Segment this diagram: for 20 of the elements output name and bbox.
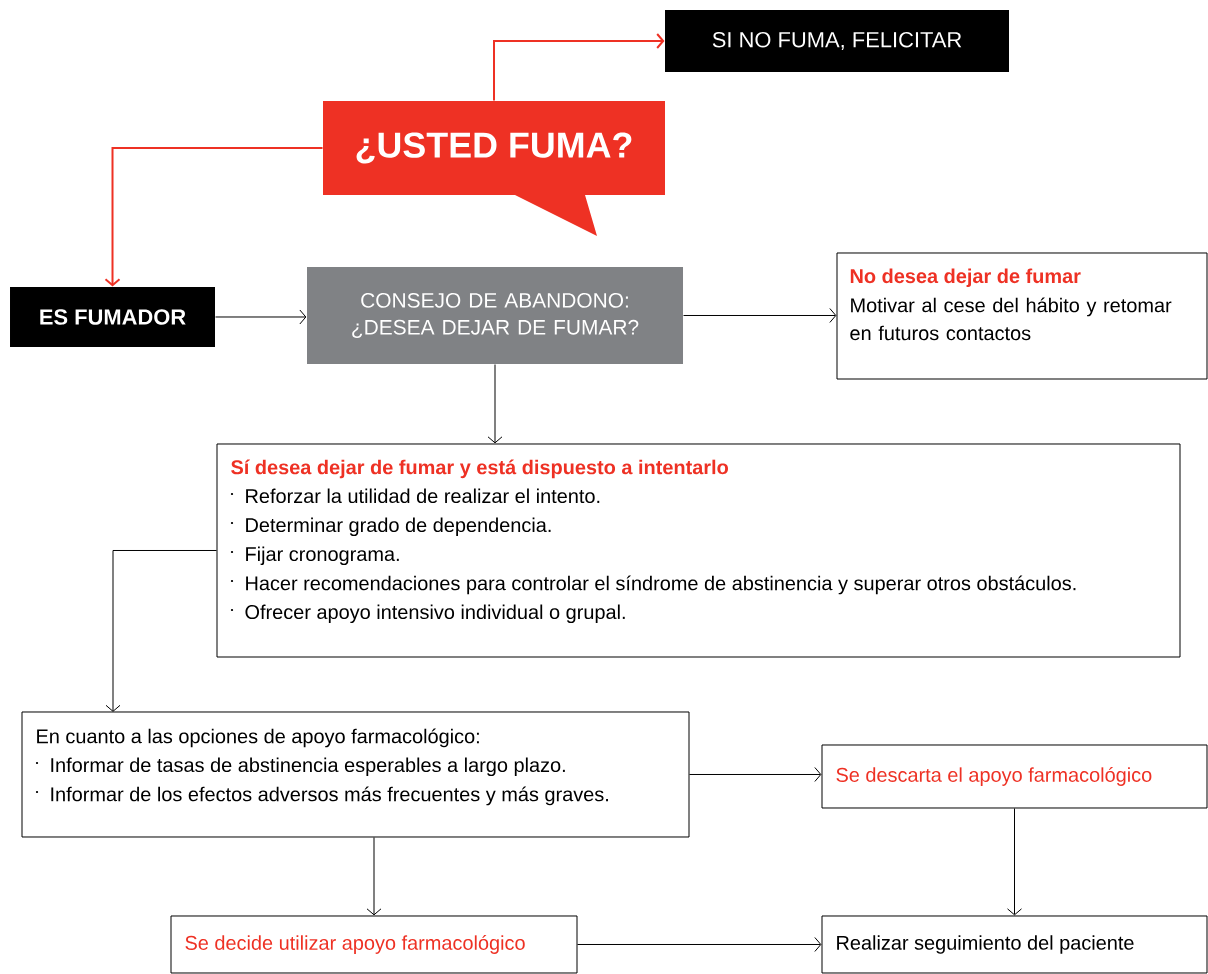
arrow — [105, 550, 217, 712]
option-box: Se decide utilizar apoyo farmacológico — [170, 915, 578, 974]
question-box: CONSEJO DE ABANDONO: ¿DESEA DEJAR DE FUMAR? — [307, 267, 683, 364]
arrow — [683, 308, 837, 323]
arrow — [366, 837, 382, 916]
option-box: Se descarta el apoyo farmacológico — [821, 744, 1208, 809]
action-box: Realizar seguimiento del paciente — [821, 915, 1208, 974]
arrow — [689, 767, 822, 782]
arrow — [215, 309, 307, 325]
result-box: SI NO FUMA, FELICITAR — [665, 10, 1009, 72]
arrow — [493, 33, 665, 102]
arrow — [104, 147, 324, 287]
info-box: No desea dejar de fumar Motivar al cese del hábito y retomar en futuros contactos — [836, 252, 1208, 380]
arrow — [577, 937, 822, 952]
arrow — [1007, 808, 1022, 916]
result-box: ES FUMADOR — [10, 287, 215, 347]
arrow — [487, 364, 503, 444]
info-box: Sí desea dejar de fumar y está dispuesto a intentarlo Reforzar la utilidad de realizar el intento. Determinar grado de dependencia. Fijar cronograma. Hacer recomendaciones para controlar el síndrome de abstinencia y superar otros obstáculos. Ofrecer apoyo intensivo individual o grupal. — [216, 443, 1181, 658]
info-box: En cuanto a las opciones de apoyo farmacológico: Informar de tasas de abstinencia esperables a largo plazo. Informar de los efectos adversos más frecuentes y más graves. — [21, 711, 690, 838]
speech-bubble: ¿USTED FUMA? — [323, 101, 665, 236]
